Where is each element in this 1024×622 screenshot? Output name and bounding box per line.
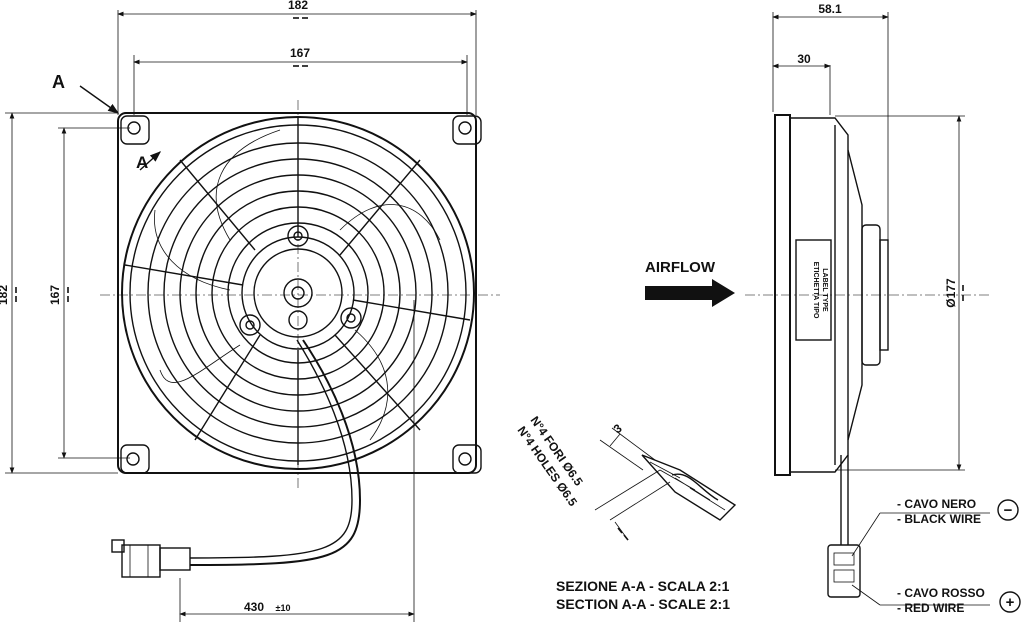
svg-text:A: A	[52, 72, 65, 92]
airflow-label: AIRFLOW	[645, 259, 716, 276]
motor-hub	[239, 225, 362, 338]
black-wire-it: - CAVO NERO	[897, 497, 976, 511]
dim-height-outer: 182	[0, 285, 10, 305]
label-type-it: ETICHETTA TIPO	[812, 262, 819, 319]
fan-frame	[117, 112, 477, 474]
dim-section-offset: 3	[611, 421, 625, 436]
red-wire-it: - CAVO ROSSO	[897, 586, 985, 600]
label-type-box	[795, 239, 832, 341]
dim-depth-total: 58.1	[818, 2, 842, 16]
svg-text:+: +	[1006, 594, 1015, 611]
side-view: 58.1 30 Ø177 ETICHETTA TIPO LABEL TYPE	[745, 2, 990, 598]
fan-grille	[121, 116, 475, 470]
airflow-arrow-icon	[645, 279, 735, 307]
front-view: 182 167 182 167	[0, 0, 500, 622]
dim-cable-length: 430	[244, 600, 264, 614]
dim-depth-body: 30	[797, 52, 811, 66]
svg-text:A: A	[136, 153, 148, 172]
dim-width-outer: 182	[288, 0, 308, 12]
dim-width-holes: 167	[290, 46, 310, 60]
section-title-it: SEZIONE A-A - SCALA 2:1	[556, 578, 730, 594]
section-detail: N°4 FORI Ø6.5 N°4 HOLES Ø6.5 3 SEZIONE A…	[515, 414, 737, 612]
airflow-indicator: AIRFLOW	[645, 259, 735, 307]
red-wire-en: - RED WIRE	[897, 601, 964, 615]
section-title-en: SECTION A-A - SCALE 2:1	[556, 596, 730, 612]
black-wire-en: - BLACK WIRE	[897, 512, 981, 526]
side-connector	[827, 544, 861, 598]
side-frame	[774, 114, 791, 476]
label-type-en: LABEL TYPE	[821, 268, 828, 312]
dim-cable-tolerance: ±10	[276, 603, 291, 613]
wire-callouts: - CAVO NERO - BLACK WIRE − - CAVO ROSSO …	[851, 497, 1021, 615]
dim-height-holes: 167	[48, 285, 62, 305]
section-marker-a-top: A	[52, 72, 120, 114]
section-marker-a-inner: A	[136, 151, 162, 172]
minus-icon	[997, 499, 1019, 521]
section-profile	[641, 454, 737, 521]
svg-text:−: −	[1004, 502, 1013, 519]
power-cable	[111, 339, 362, 578]
dim-diameter: Ø177	[944, 278, 958, 308]
mounting-holes	[120, 115, 482, 474]
plus-icon	[999, 591, 1021, 613]
